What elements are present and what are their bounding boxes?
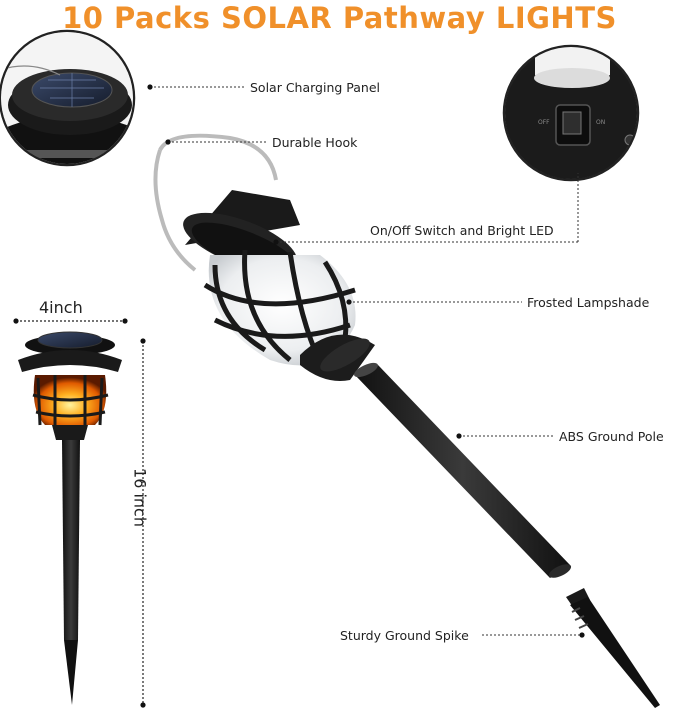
callout-solar-panel: Solar Charging Panel: [250, 80, 381, 95]
ground-spike: [566, 588, 660, 708]
callout-switch-led: On/Off Switch and Bright LED: [370, 223, 554, 238]
callout-lampshade: Frosted Lampshade: [527, 295, 650, 310]
callout-hook: Durable Hook: [272, 135, 358, 150]
callout-spike: Sturdy Ground Spike: [340, 628, 469, 643]
dimension-height: 16 inch: [130, 468, 150, 527]
switch-off-label: OFF: [538, 119, 550, 126]
dimension-guides: [13, 318, 146, 708]
side-lantern: [18, 331, 122, 705]
page-title: 10 Packs SOLAR Pathway LIGHTS: [62, 1, 617, 35]
switch-on-label: ON: [596, 119, 605, 126]
solar-panel-inset: [0, 29, 136, 167]
switch-inset: OFF ON: [502, 44, 640, 182]
callout-pole: ABS Ground Pole: [559, 429, 664, 444]
main-lantern: [153, 133, 375, 381]
dimension-width: 4inch: [39, 298, 83, 317]
callout-dots: [147, 84, 585, 638]
callout-leaders: [150, 86, 582, 636]
ground-pole: [354, 362, 572, 578]
